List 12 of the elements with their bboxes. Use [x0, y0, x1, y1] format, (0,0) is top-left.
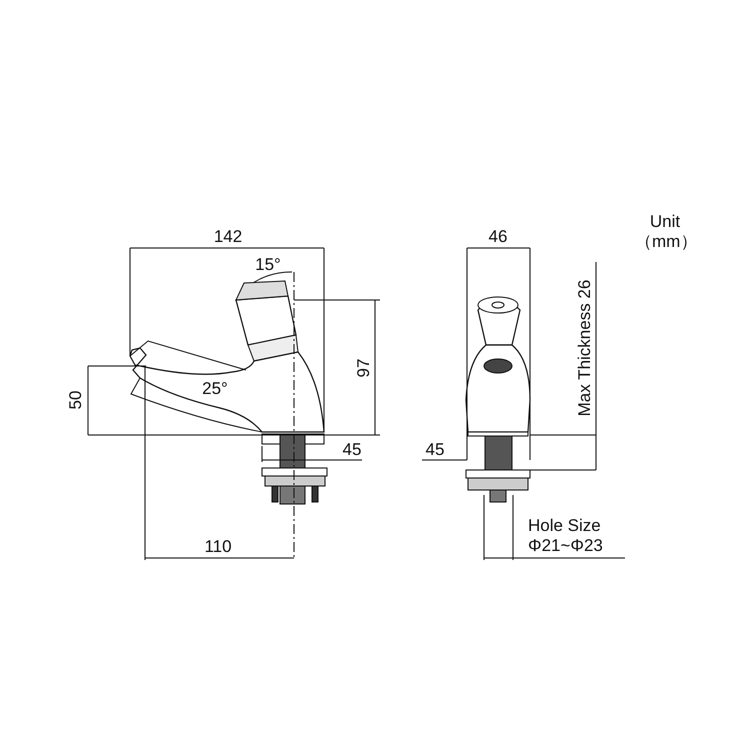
dimension-label: 50: [66, 390, 86, 410]
dimension-label: 142: [214, 227, 242, 247]
hole-size-note: Hole Size Φ21~Φ23: [528, 516, 604, 556]
dimension-label: 97: [354, 358, 374, 378]
angle-label: 15°: [255, 255, 281, 275]
dimension-label: 110: [204, 537, 232, 557]
dimension-label: 46: [488, 227, 508, 247]
unit-note: Unit （mm）: [635, 212, 695, 252]
angle-label: 25°: [202, 379, 228, 399]
dimension-label: 45: [426, 440, 444, 460]
dimension-label: 45: [342, 440, 362, 460]
dimension-label: Max Thickness 26: [575, 280, 595, 416]
